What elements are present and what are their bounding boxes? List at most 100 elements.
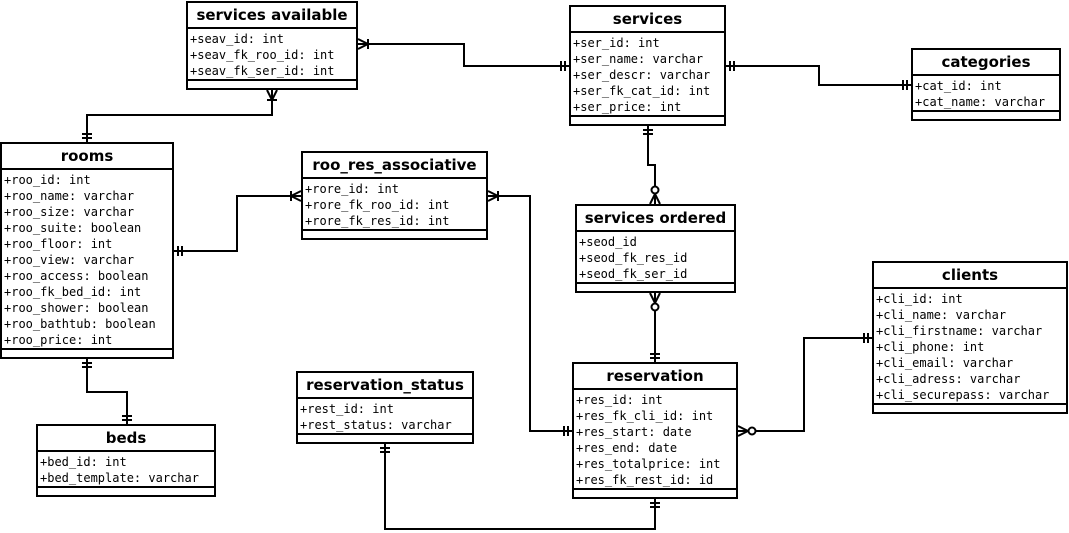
entity-services[interactable]: services +ser_id: int+ser_name: varchar+… <box>569 5 726 126</box>
attribute-row: +seav_fk_roo_id: int <box>190 48 335 62</box>
attribute-row: +ser_fk_cat_id: int <box>573 84 711 98</box>
cardinality-marker <box>82 133 92 139</box>
attribute-row: +seav_fk_ser_id: int <box>190 64 335 78</box>
attribute-row: +ser_name: varchar <box>573 52 704 66</box>
attribute-row: +roo_fk_bed_id: int <box>4 285 142 299</box>
entity-title: reservation <box>574 364 736 390</box>
cardinality-marker <box>650 353 660 359</box>
cardinality-marker <box>649 193 661 205</box>
entity-reservation[interactable]: reservation +res_id: int +res_fk_cli_id: … <box>572 362 738 499</box>
entity-roo-res-associative[interactable]: roo_res_associative +rore_id: int+rore_f… <box>301 151 488 240</box>
attribute-row: +cli_securepass: varchar <box>876 388 1050 402</box>
attribute-row: +cli_firstname: varchar <box>876 324 1043 338</box>
attribute-row: +roo_name: varchar <box>4 189 135 203</box>
attribute-row: +seav_id: int <box>190 32 284 46</box>
entity-clients[interactable]: clients +cli_id: int+cli_name: varchar+c… <box>872 261 1068 414</box>
attribute-row: +cli_phone: int <box>876 340 985 354</box>
attribute-row: +bed_template: varchar <box>40 471 199 485</box>
cardinality-marker <box>563 426 569 436</box>
attribute-row: +res_fk_cli_id: int <box>576 409 714 423</box>
attribute-row: +rest_id: int <box>300 402 394 416</box>
cardinality-marker <box>729 61 735 71</box>
entity-title: rooms <box>2 144 172 170</box>
cardinality-marker <box>649 292 661 304</box>
cardinality-marker <box>82 362 92 368</box>
attribute-row: +seod_fk_res_id <box>579 251 688 265</box>
attribute-row: +rore_fk_roo_id: int <box>305 198 450 212</box>
entity-title: beds <box>38 426 214 452</box>
relationship-line <box>384 444 656 530</box>
cardinality-marker-zero-circle <box>650 302 660 312</box>
attribute-row: +roo_shower: boolean <box>4 301 149 315</box>
cardinality-marker <box>650 502 660 508</box>
cardinality-marker <box>290 190 302 202</box>
cardinality-marker <box>902 80 908 90</box>
attribute-row: +rore_id: int <box>305 182 399 196</box>
attribute-row: +ser_descr: varchar <box>573 68 711 82</box>
relationship-line <box>726 65 911 86</box>
cardinality-marker <box>560 61 566 71</box>
attribute-row: +roo_floor: int <box>4 237 113 251</box>
relationship-line <box>488 195 572 432</box>
attribute-list: +bed_id: int +bed_template: varchar <box>38 452 214 488</box>
relationship-line <box>86 90 273 142</box>
entity-rooms[interactable]: rooms +roo_id: int+roo_name: varchar+roo… <box>0 142 174 359</box>
attribute-row: +rest_status: varchar <box>300 418 452 432</box>
entity-beds[interactable]: beds +bed_id: int +bed_template: varchar <box>36 424 216 497</box>
cardinality-marker <box>737 425 749 437</box>
attribute-row: +seod_id <box>579 235 637 249</box>
attribute-row: +rore_fk_res_id: int <box>305 214 450 228</box>
attribute-list: +cat_id: int +cat_name: varchar <box>913 76 1059 112</box>
attribute-list: +seod_id+seod_fk_res_id+seod_fk_ser_id <box>577 232 734 284</box>
attribute-row: +roo_price: int <box>4 333 113 347</box>
attribute-row: +res_totalprice: int <box>576 457 721 471</box>
attribute-row: +roo_size: varchar <box>4 205 135 219</box>
attribute-list: +cli_id: int +cli_name: varchar +cli_first… <box>874 289 1066 405</box>
attribute-row: +ser_price: int <box>573 100 682 114</box>
relationship-line <box>647 126 656 204</box>
cardinality-marker <box>487 190 499 202</box>
attribute-row: +cli_email: varchar <box>876 356 1014 370</box>
cardinality-marker <box>177 246 183 256</box>
attribute-list: +ser_id: int +ser_name: varchar +ser_descr… <box>571 33 724 117</box>
cardinality-marker <box>643 129 653 135</box>
entity-services-available[interactable]: services available +seav_id: int+seav_fk… <box>186 1 358 90</box>
cardinality-marker-zero-circle <box>747 426 757 436</box>
attribute-list: +roo_id: int+roo_name: varchar+roo_size:… <box>2 170 172 350</box>
entity-services-ordered[interactable]: services ordered +seod_id +seod_fk_res_id… <box>575 204 736 293</box>
attribute-row: +roo_access: boolean <box>4 269 149 283</box>
attribute-list: +rore_id: int +rore_fk_roo_id: int +rore_f… <box>303 179 486 231</box>
entity-categories[interactable]: categories +cat_id: int +cat_name: varcha… <box>911 48 1061 121</box>
attribute-row: +ser_id: int <box>573 36 660 50</box>
relationship-line <box>86 359 128 424</box>
attribute-row: +res_end: date <box>576 441 678 455</box>
cardinality-marker-zero-circle <box>650 185 660 195</box>
attribute-row: +cat_id: int <box>915 79 1002 93</box>
entity-title: services ordered <box>577 206 734 232</box>
cardinality-marker <box>122 415 132 421</box>
attribute-row: +cli_adress: varchar <box>876 372 1021 386</box>
cardinality-marker <box>357 38 369 50</box>
entity-title: services <box>571 7 724 33</box>
attribute-row: +res_id: int <box>576 393 663 407</box>
cardinality-marker <box>863 333 869 343</box>
attribute-row: +cli_id: int <box>876 292 963 306</box>
relationship-line <box>358 43 569 67</box>
attribute-row: +res_fk_rest_id: id <box>576 473 714 487</box>
attribute-list: +seav_id: int +seav_fk_roo_id: int +seav_f… <box>188 29 356 81</box>
attribute-row: +res_start: date <box>576 425 692 439</box>
attribute-row: +bed_id: int <box>40 455 127 469</box>
attribute-row: +roo_bathtub: boolean <box>4 317 156 331</box>
attribute-row: +cli_name: varchar <box>876 308 1007 322</box>
entity-title: reservation_status <box>298 373 472 399</box>
entity-reservation-status[interactable]: reservation_status +rest_id: int +rest_st… <box>296 371 474 444</box>
attribute-row: +cat_name: varchar <box>915 95 1046 109</box>
attribute-row: +roo_view: varchar <box>4 253 135 267</box>
cardinality-marker <box>266 89 278 101</box>
relationship-line <box>738 337 872 432</box>
relationship-line <box>174 195 301 252</box>
attribute-row: +roo_suite: boolean <box>4 221 142 235</box>
entity-title: categories <box>913 50 1059 76</box>
attribute-list: +res_id: int +res_fk_cli_id: int +res_star… <box>574 390 736 490</box>
